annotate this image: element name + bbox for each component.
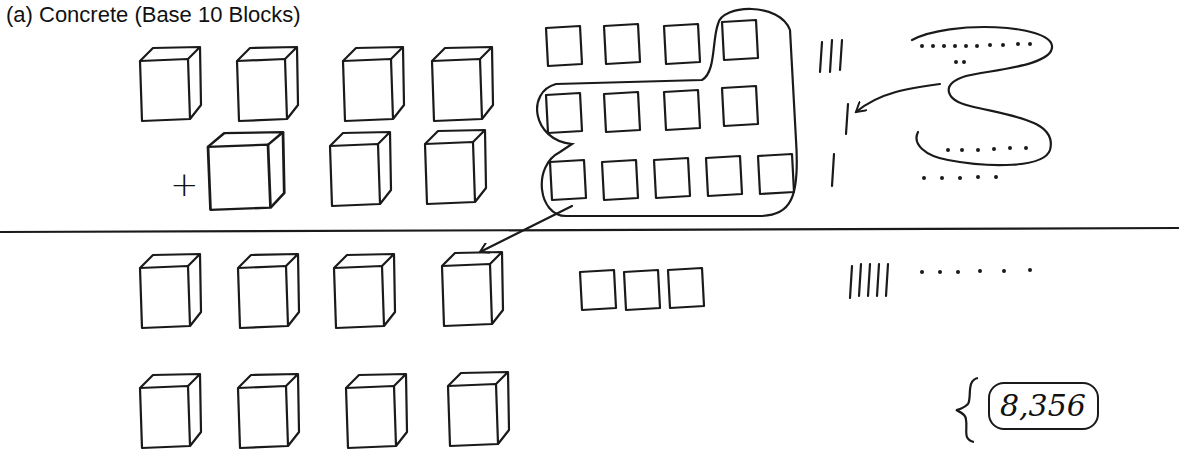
figure-title: (a) Concrete (Base 10 Blocks) xyxy=(6,2,301,28)
answer-number: 8,356 xyxy=(1000,388,1087,423)
hundred-flats xyxy=(546,20,794,310)
thousand-cubes xyxy=(140,47,509,448)
plus-sign: + xyxy=(170,164,199,204)
circled-answer: 8,356 xyxy=(988,382,1099,430)
regroup-lassos xyxy=(480,9,1052,252)
ten-rods xyxy=(820,40,888,298)
sum-line xyxy=(0,228,1179,232)
brace xyxy=(956,378,978,442)
